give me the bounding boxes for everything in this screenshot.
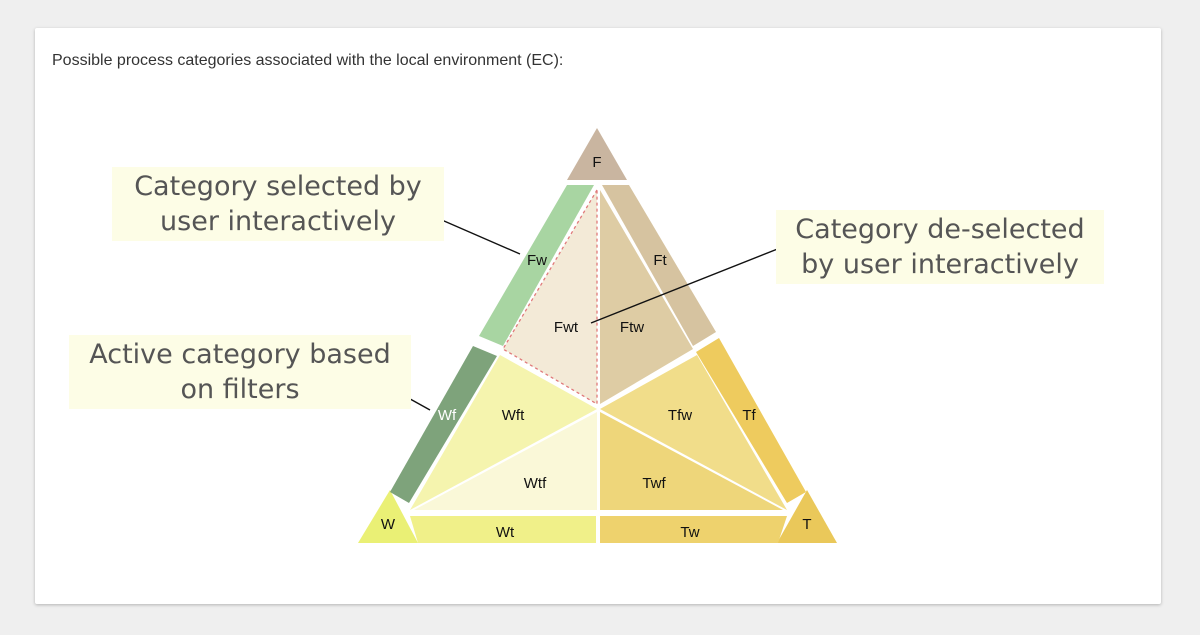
label-Fwt: Fwt xyxy=(554,319,579,336)
label-Wf: Wf xyxy=(438,407,457,424)
label-Wt: Wt xyxy=(496,524,515,541)
label-Ftw: Ftw xyxy=(620,319,644,336)
label-Fw: Fw xyxy=(527,252,547,269)
callout-active-line2: on filters xyxy=(180,374,300,405)
label-Wft: Wft xyxy=(502,407,525,424)
segment-Ftw[interactable] xyxy=(600,190,693,404)
callout-selected-line1: Category selected by xyxy=(134,171,422,202)
label-Tfw: Tfw xyxy=(668,407,692,424)
label-Tf: Tf xyxy=(742,407,756,424)
callout-deselected-line2: by user interactively xyxy=(801,249,1079,280)
label-T: T xyxy=(802,516,811,533)
segment-W[interactable] xyxy=(358,490,418,543)
segment-Twf[interactable] xyxy=(600,412,783,510)
callout-deselected: Category de-selected by user interactive… xyxy=(776,210,1104,284)
segment-F[interactable] xyxy=(567,128,627,180)
content-card xyxy=(35,28,1161,604)
segment-T[interactable] xyxy=(777,490,837,543)
segment-Wt[interactable] xyxy=(410,516,596,543)
callout-selected: Category selected by user interactively xyxy=(112,167,444,241)
label-Twf: Twf xyxy=(642,475,666,492)
label-Ft: Ft xyxy=(653,252,667,269)
callout-selected-line2: user interactively xyxy=(160,206,396,237)
segment-Tw[interactable] xyxy=(600,516,787,543)
callout-active: Active category based on filters xyxy=(69,335,411,409)
segment-Wtf[interactable] xyxy=(414,412,597,510)
label-Tw: Tw xyxy=(680,524,699,541)
label-Wtf: Wtf xyxy=(524,475,547,492)
page-heading: Possible process categories associated w… xyxy=(52,52,564,69)
deselected-outline xyxy=(502,189,598,406)
label-W: W xyxy=(381,516,396,533)
segment-Fw[interactable] xyxy=(479,185,594,346)
segment-Ft[interactable] xyxy=(602,185,716,346)
segment-Tfw[interactable] xyxy=(600,355,787,510)
label-F: F xyxy=(592,154,601,171)
segment-Fwt[interactable] xyxy=(503,190,597,404)
segment-Tf[interactable] xyxy=(696,338,806,503)
segment-Wf[interactable] xyxy=(390,346,497,503)
callout-deselected-line1: Category de-selected xyxy=(795,214,1085,245)
callout-active-line1: Active category based xyxy=(89,339,391,370)
leader-deselected xyxy=(590,247,781,324)
segment-Wft[interactable] xyxy=(410,355,597,510)
